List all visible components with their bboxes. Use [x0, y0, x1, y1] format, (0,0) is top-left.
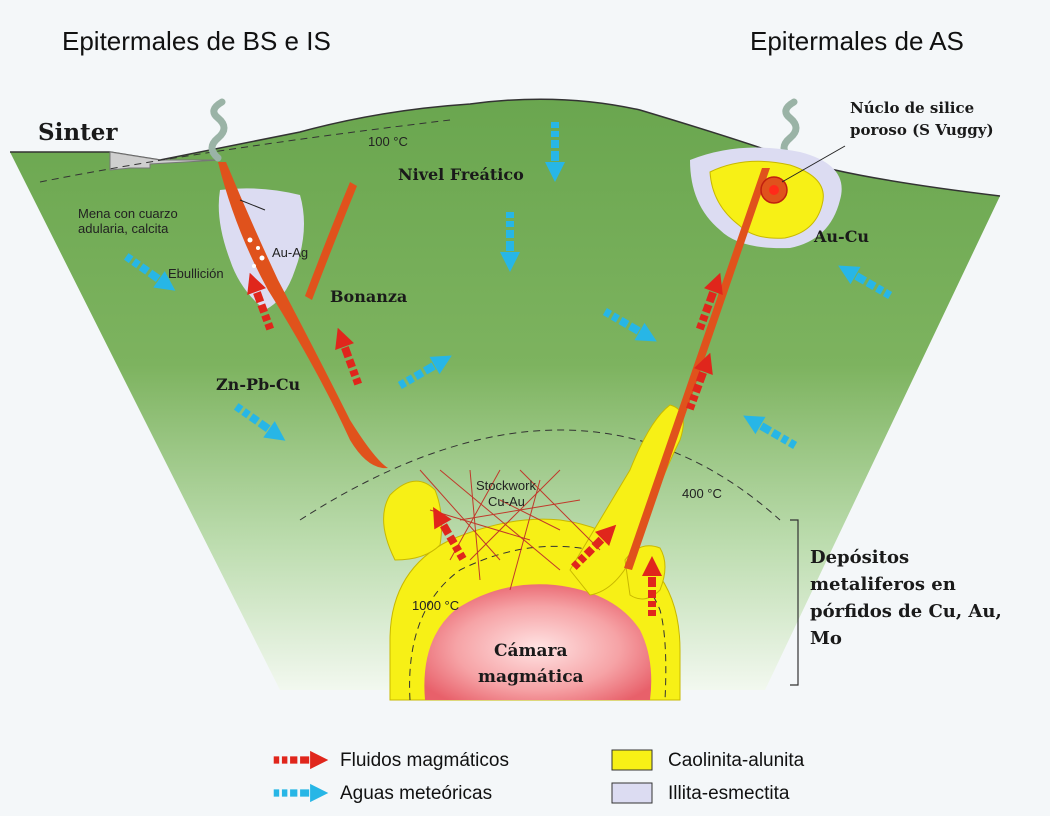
steam-right-icon [780, 98, 800, 162]
label-depositos-4: Mo [810, 628, 842, 649]
label-depositos-3: pórfidos de Cu, Au, [810, 601, 1002, 622]
label-bonanza: Bonanza [330, 287, 407, 306]
label-stockwork-2: Cu-Au [488, 494, 525, 509]
legend-label-fluidos: Fluidos magmáticos [340, 750, 509, 771]
legend-label-illita: Illita-esmectita [668, 783, 790, 804]
label-ebullicion: Ebullición [168, 266, 224, 281]
title-right: Epitermales de AS [750, 26, 964, 56]
label-temp-100: 100 °C [368, 134, 408, 149]
legend-yellow-swatch [611, 749, 653, 771]
sinter-terraces [109, 151, 221, 171]
label-nucleo-1: Núclo de silice [850, 99, 974, 117]
label-zn-pb-cu: Zn-Pb-Cu [216, 375, 301, 394]
legend-red-arrow-icon [273, 750, 329, 770]
isotherm-100 [39, 119, 451, 183]
stockwork-veinlets [419, 469, 601, 591]
label-camara-1: Cámara [494, 641, 568, 661]
label-au-cu: Au-Cu [813, 227, 869, 246]
label-mena-2: adularia, calcita [78, 221, 169, 236]
legend-blue-arrow-icon [273, 783, 329, 803]
label-depositos-2: metaliferos en [810, 574, 956, 595]
label-nivel-freatico: Nivel Freático [398, 165, 524, 184]
label-nucleo-2: poroso (S Vuggy) [850, 121, 994, 139]
label-temp-400: 400 °C [682, 486, 722, 501]
ebullition-bubbles [247, 237, 265, 268]
isotherm-400 [299, 429, 781, 521]
legend-label-caolinita: Caolinita-alunita [668, 750, 805, 771]
label-temp-1000: 1000 °C [412, 598, 459, 613]
label-au-ag: Au-Ag [272, 245, 308, 260]
legend-lavender-swatch [611, 782, 653, 804]
steam-left-icon [208, 98, 228, 162]
legend-label-aguas: Aguas meteóricas [340, 783, 492, 804]
label-mena-1: Mena con cuarzo [78, 206, 178, 221]
label-depositos-1: Depósitos [810, 547, 909, 568]
yellow-apophysis-left [383, 480, 443, 561]
isotherm-1000 [409, 545, 667, 701]
surface-line [10, 98, 1001, 197]
label-sinter: Sinter [38, 119, 118, 146]
magma-chamber [424, 584, 652, 700]
vein-main-left [218, 162, 388, 469]
label-camara-2: magmática [478, 667, 584, 687]
title-left: Epitermales de BS e IS [62, 26, 331, 56]
porphyry-bracket [790, 519, 799, 686]
legend: Fluidos magmáticos Aguas meteóricas Caol… [273, 749, 805, 804]
label-stockwork-1: Stockwork [476, 478, 536, 493]
vein-branch-left [305, 182, 357, 300]
